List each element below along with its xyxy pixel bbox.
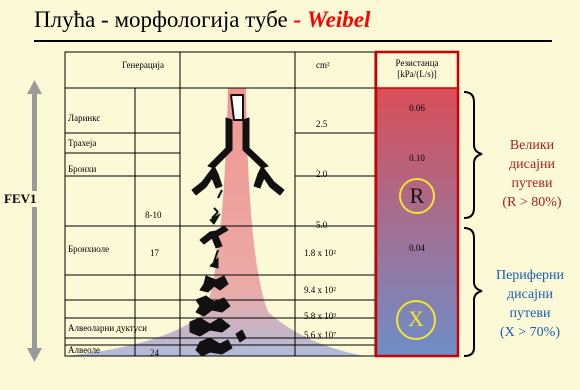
fev1-arrow [27,80,42,362]
structure-alveolar-ducts: Алвеоларни дуктуси [68,323,147,333]
r-marker-label: R [400,183,434,209]
area-value: 1.8 x 10² [304,248,336,258]
structure-bronchioles: Бронхиоле [68,244,109,254]
peripheral-airways-l4: (X > 70%) [480,323,580,342]
fev1-label: FEV1 [3,191,38,207]
header-resistance-line2: [kPa/(L/s)] [376,69,458,80]
structure-trachea: Трахеја [68,138,96,148]
resistance-value: 0.04 [376,243,458,253]
large-airways-l1: Велики [484,136,580,155]
area-value: 5.6 x 10⁷ [304,330,336,340]
area-value: 2.0 [316,169,327,179]
large-airways-l2: дисајни [484,155,580,174]
peripheral-airways-l3: путеви [480,304,580,323]
large-airways-l3: путеви [484,174,580,193]
generation-value: 17 [150,248,159,258]
resistance-value: 0.06 [376,103,458,113]
structure-alveoli: Алвеоле [68,345,100,355]
header-resistance-line1: Резистанца [376,58,458,69]
area-value: 2.5 [316,119,327,129]
structure-larynx: Ларинкс [68,113,100,123]
header-resistance: Резистанца [kPa/(L/s)] [376,58,458,80]
large-airways-l4: (R > 80%) [484,193,580,212]
header-area: cm² [316,60,330,70]
area-value: 5.8 x 10³ [304,311,336,321]
header-generation: Генерација [122,60,164,70]
generation-value: 8-10 [145,210,162,220]
peripheral-airways-l1: Периферни [480,266,580,285]
peripheral-airways-label: Периферни дисајни путеви (X > 70%) [480,266,580,342]
structure-bronchi: Бронхи [68,164,96,174]
large-airways-label: Велики дисајни путеви (R > 80%) [484,136,580,212]
area-value: 5.0 [316,220,327,230]
area-value: 9.4 x 10² [304,285,336,295]
large-airways-brace [464,92,482,218]
resistance-value: 0.10 [376,153,458,163]
peripheral-airways-l2: дисајни [480,285,580,304]
generation-value: 24 [150,348,159,358]
x-marker-label: X [398,306,434,332]
